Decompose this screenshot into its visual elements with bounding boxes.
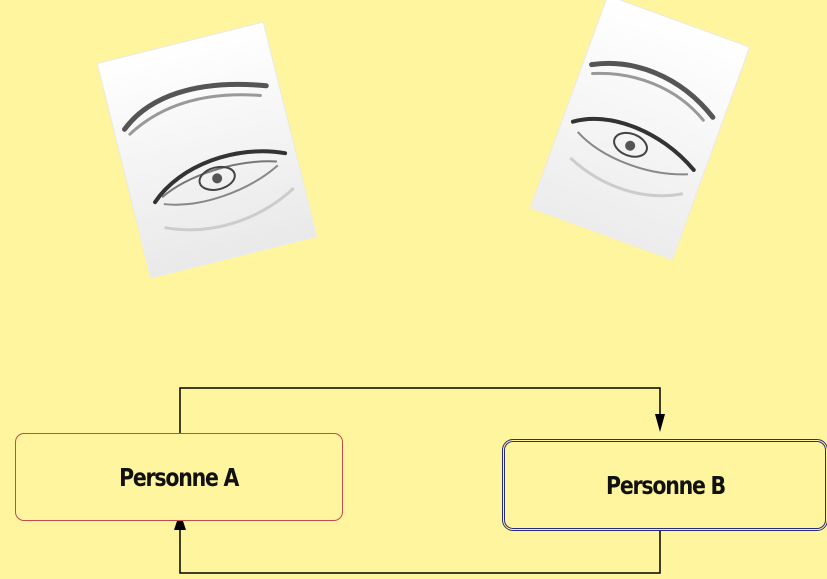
edge-a-to-b-arrowhead	[655, 414, 665, 432]
eye-sketch-right	[531, 0, 749, 259]
node-personne-a: Personne A	[15, 433, 343, 521]
eye-drawing-right	[531, 0, 749, 259]
edge-b-to-a	[179, 526, 661, 574]
eye-sketch-left	[97, 22, 317, 278]
edge-a-to-b	[179, 387, 661, 433]
node-personne-a-label: Personne A	[119, 462, 239, 492]
node-personne-b: Personne B	[502, 439, 827, 531]
edge-b-to-a-arrowhead	[174, 512, 186, 530]
eye-drawing-left	[97, 22, 317, 278]
node-personne-b-label: Personne B	[605, 470, 726, 500]
